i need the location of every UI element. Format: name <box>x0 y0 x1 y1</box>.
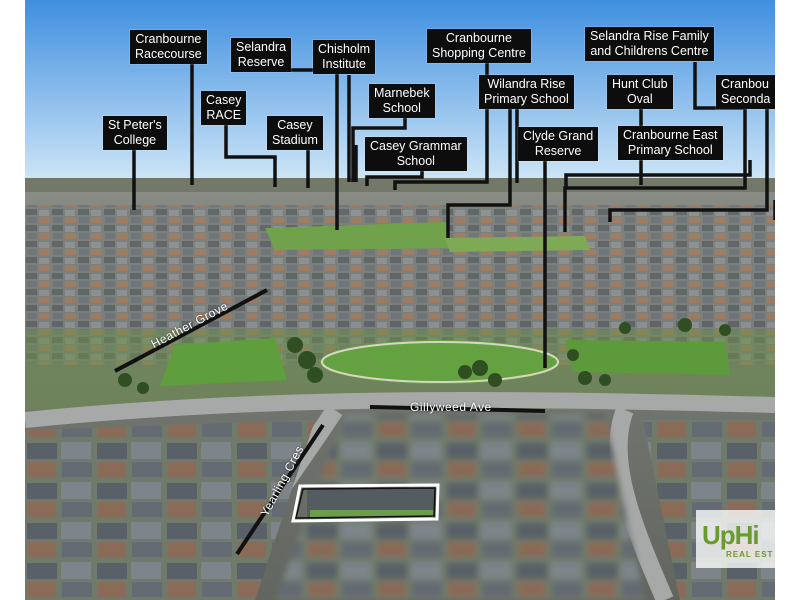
callout-cranbourne-shopping-centre: Cranbourne Shopping Centre <box>427 29 531 63</box>
callout-cranbourne-secondary: Cranbou Seconda <box>716 75 775 109</box>
gillyweed-ave-road <box>25 392 775 428</box>
callout-line-2: School <box>382 101 421 115</box>
left-houses <box>25 420 315 600</box>
callout-line-2: Oval <box>626 92 653 106</box>
callout-st-peters-college: St Peter's College <box>103 116 167 150</box>
callout-cranbourne-racecourse: Cranbourne Racecourse <box>130 30 207 64</box>
street-label-gillyweed-ave: Gillyweed Ave <box>410 400 492 414</box>
callout-line-2: Reserve <box>237 55 285 69</box>
callout-line-2: College <box>113 133 157 147</box>
callout-line-2: Primary School <box>484 92 569 106</box>
callout-line-1: Hunt Club <box>612 77 668 91</box>
callout-line-2: Institute <box>322 57 366 71</box>
logo-sub-text: REAL EST <box>726 550 774 559</box>
brand-logo: UpHi REAL EST <box>696 510 775 568</box>
callout-line-2: Reserve <box>534 144 582 158</box>
callout-casey-race: Casey RACE <box>201 91 247 125</box>
callout-line-2: RACE <box>206 108 242 122</box>
callout-line-2: Stadium <box>272 133 318 147</box>
callout-marnebek-school: Marnebek School <box>369 84 435 118</box>
callout-wilandra-rise: Wilandra Rise Primary School <box>479 75 574 109</box>
callout-line-1: Wilandra Rise <box>487 77 566 91</box>
blurred-houses <box>275 415 645 600</box>
callout-line-1: Casey <box>206 93 242 107</box>
callout-chisholm-institute: Chisholm Institute <box>313 40 376 74</box>
aerial-photo-frame: Cranbourne Racecourse Selandra Reserve C… <box>25 0 775 600</box>
callout-clyde-grand-reserve: Clyde Grand Reserve <box>518 127 599 161</box>
callout-cranbourne-east-primary: Cranbourne East Primary School <box>618 126 723 160</box>
callout-line-1: Cranbourne East <box>623 128 718 142</box>
callout-line-1: Cranbourne <box>445 31 512 45</box>
right-park <box>565 340 730 375</box>
callout-line-2: Primary School <box>627 143 713 157</box>
callout-line-1: Clyde Grand <box>523 129 594 143</box>
callout-hunt-club-oval: Hunt Club Oval <box>607 75 673 109</box>
callout-line-1: Chisholm <box>318 42 371 56</box>
callout-casey-stadium: Casey Stadium <box>267 116 323 150</box>
callout-selandra-rise-family: Selandra Rise Family and Childrens Centr… <box>585 27 714 61</box>
leader-lines <box>132 58 775 368</box>
callout-line-1: Selandra Rise Family <box>590 29 709 43</box>
left-park <box>160 338 287 386</box>
callout-line-1: Casey Grammar <box>370 139 462 153</box>
callout-line-2: Seconda <box>721 92 771 106</box>
logo-main-text: UpHi <box>702 520 760 550</box>
callout-line-1: Selandra <box>236 40 287 54</box>
callout-line-1: Casey <box>277 118 313 132</box>
property-outline <box>291 483 440 523</box>
callout-line-2: and Childrens Centre <box>590 44 709 58</box>
callout-line-1: Cranbourne <box>135 32 202 46</box>
central-park <box>320 340 560 384</box>
distant-oval <box>265 222 455 250</box>
aerial-scene <box>25 0 775 600</box>
callout-line-2: Racecourse <box>135 47 202 61</box>
callout-line-2: School <box>396 154 435 168</box>
callout-line-1: St Peter's <box>108 118 162 132</box>
callout-line-1: Cranbou <box>721 77 769 91</box>
callout-line-1: Marnebek <box>374 86 430 100</box>
callout-selandra-reserve: Selandra Reserve <box>231 38 292 72</box>
callout-casey-grammar: Casey Grammar School <box>365 137 467 171</box>
right-curve-road <box>609 406 674 600</box>
callout-line-2: Shopping Centre <box>432 46 526 60</box>
